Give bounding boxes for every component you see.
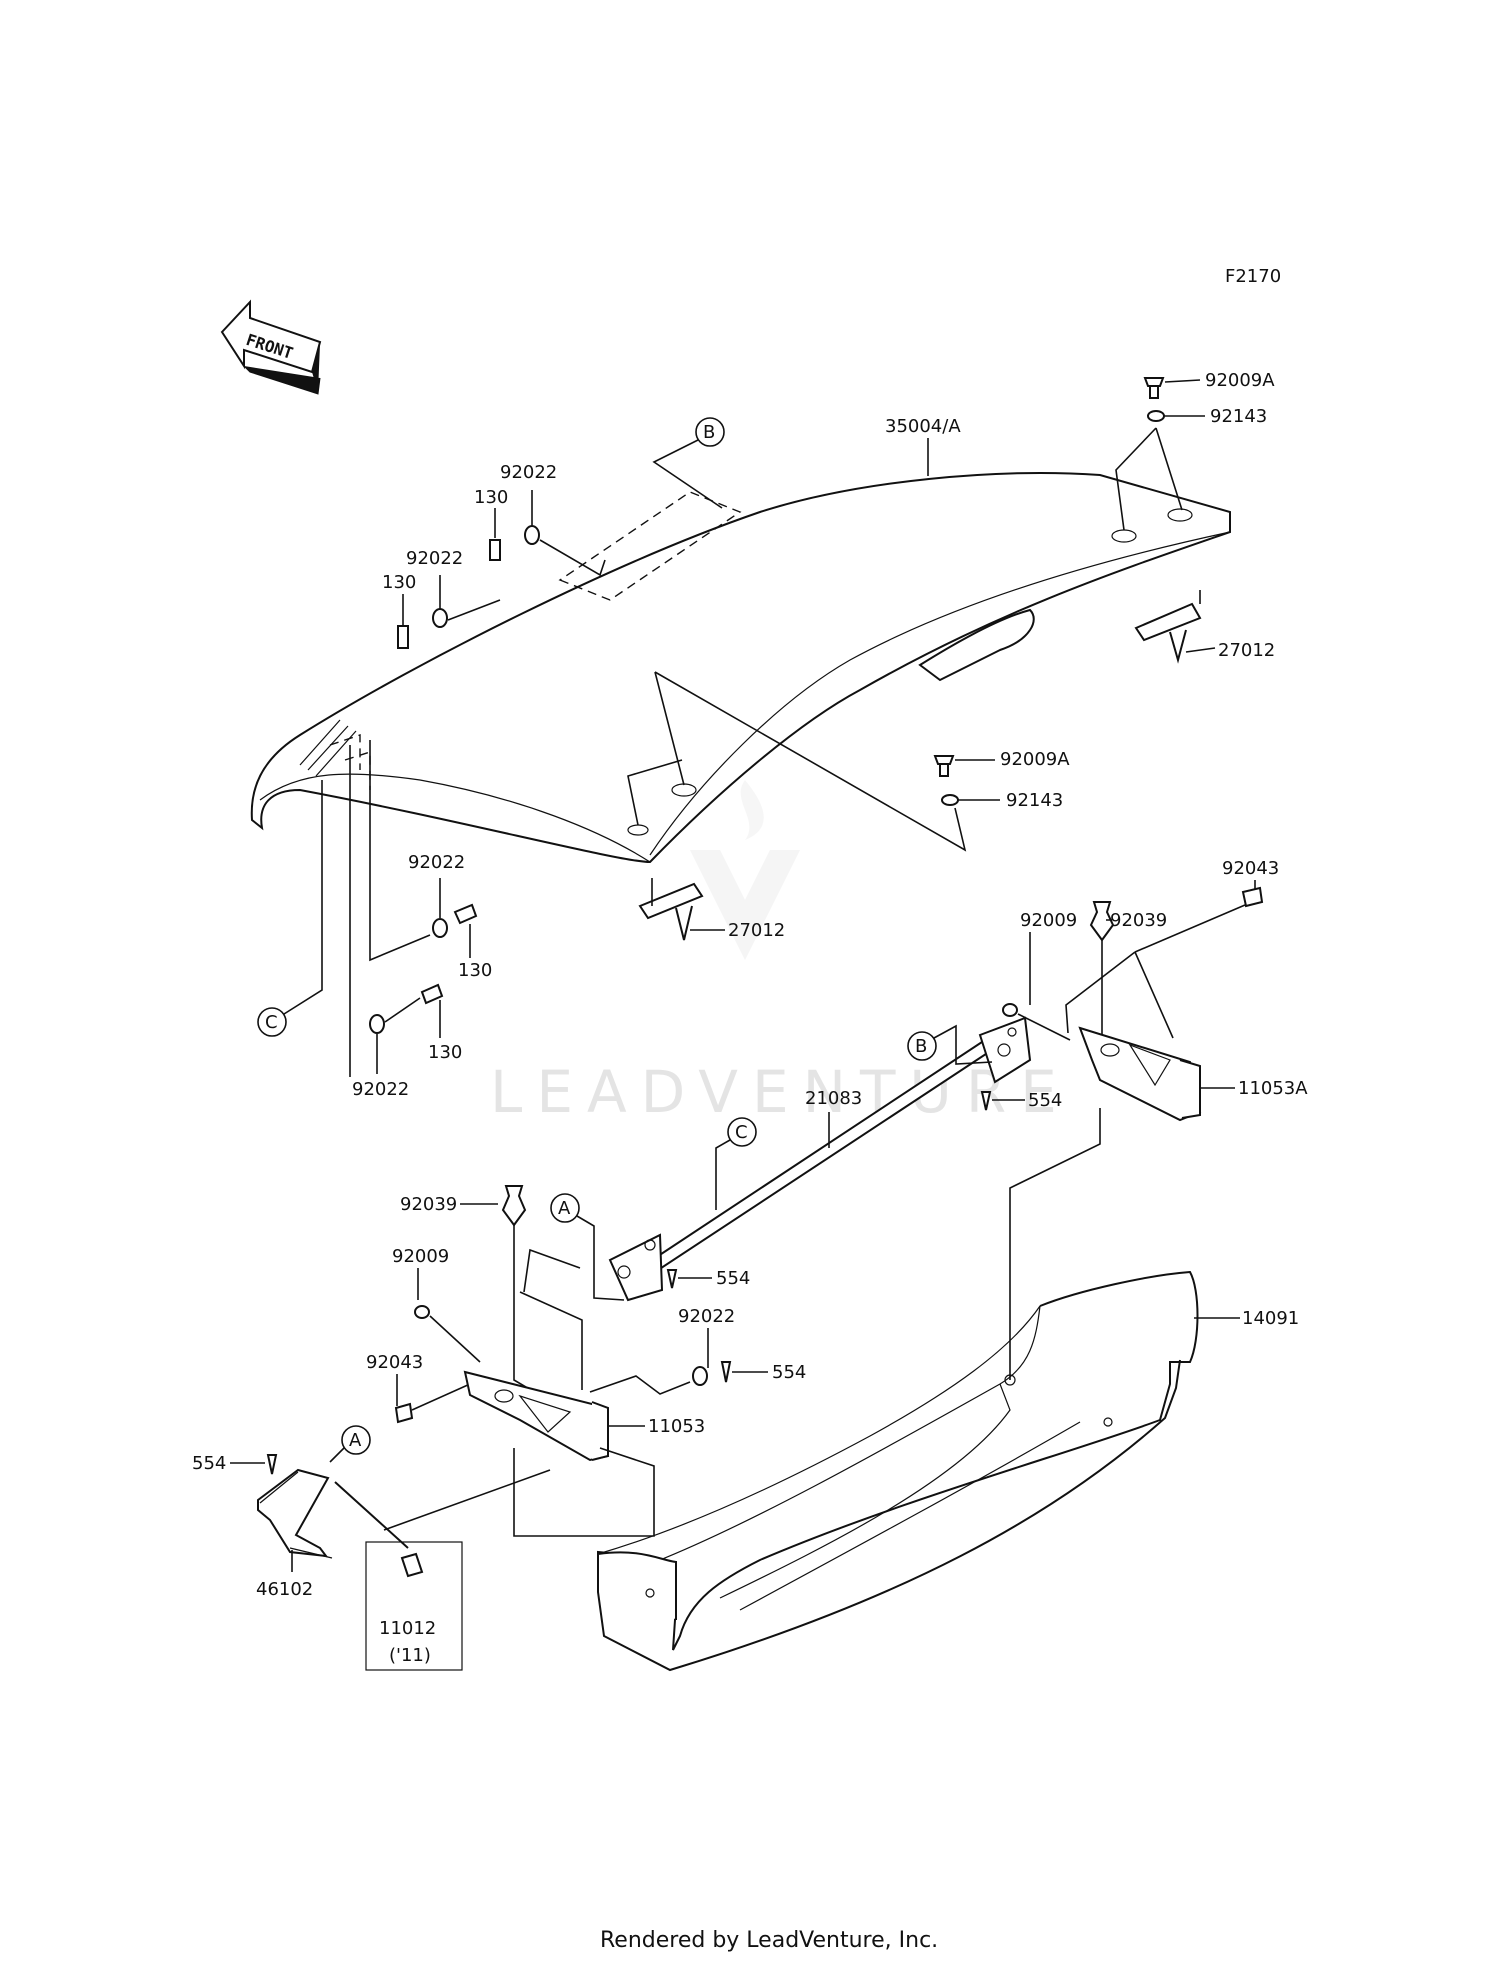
label-92009a-top: 92009A [1205, 370, 1275, 391]
front-arrow-icon: FRONT [220, 299, 322, 395]
callout-c-left: C [265, 1012, 278, 1033]
label-92143-top: 92143 [1210, 406, 1267, 427]
label-130-mid-b: 130 [428, 1042, 462, 1063]
label-11012: 11012 [379, 1618, 436, 1639]
label-92143-mid: 92143 [1006, 790, 1063, 811]
label-27012-center: 27012 [728, 920, 785, 941]
skid-plate-14091 [597, 1270, 1199, 1672]
bracket-27012-center [638, 882, 704, 941]
label-554-center: 554 [716, 1268, 750, 1289]
label-92022-right-lower: 92022 [678, 1306, 735, 1327]
label-21083: 21083 [805, 1088, 862, 1109]
label-130-top-b: 130 [382, 572, 416, 593]
label-92022-top-a: 92022 [500, 462, 557, 483]
bracket-11053a [1078, 1026, 1202, 1122]
label-92022-mid: 92022 [408, 852, 465, 873]
roof-panel [250, 472, 1231, 864]
callout-b-lower: B [915, 1036, 927, 1057]
label-14091: 14091 [1242, 1308, 1299, 1329]
watermark-logo [690, 780, 800, 960]
label-92039-right: 92039 [1110, 910, 1167, 931]
label-11053: 11053 [648, 1416, 705, 1437]
label-554-right: 554 [1028, 1090, 1062, 1111]
label-92043-right: 92043 [1222, 858, 1279, 879]
label-92039-left: 92039 [400, 1194, 457, 1215]
diagram-code: F2170 [1225, 266, 1281, 287]
label-92043-left: 92043 [366, 1352, 423, 1373]
label-92009-right: 92009 [1020, 910, 1077, 931]
label-92009a-mid: 92009A [1000, 749, 1070, 770]
handle-46102 [257, 1468, 409, 1559]
label-554-lower: 554 [772, 1362, 806, 1383]
label-11012-note: ('11) [389, 1645, 431, 1666]
label-554-left: 554 [192, 1453, 226, 1474]
label-46102: 46102 [256, 1579, 313, 1600]
label-11053a: 11053A [1238, 1078, 1308, 1099]
label-27012-right: 27012 [1218, 640, 1275, 661]
callout-c-lower: C [735, 1122, 748, 1143]
callout-b-top: B [703, 422, 715, 443]
callout-a-lower: A [349, 1430, 362, 1451]
bracket-27012-right [1134, 602, 1202, 664]
label-130-mid-a: 130 [458, 960, 492, 981]
callout-a-mid: A [558, 1198, 571, 1219]
footer-credit: Rendered by LeadVenture, Inc. [600, 1928, 938, 1953]
bracket-11053 [463, 1370, 610, 1462]
label-35004: 35004/A [885, 416, 961, 437]
label-92022-lower: 92022 [352, 1079, 409, 1100]
label-92022-top-b: 92022 [406, 548, 463, 569]
crossbar-21083 [608, 1016, 1032, 1302]
label-130-top-a: 130 [474, 487, 508, 508]
label-92009-left: 92009 [392, 1246, 449, 1267]
